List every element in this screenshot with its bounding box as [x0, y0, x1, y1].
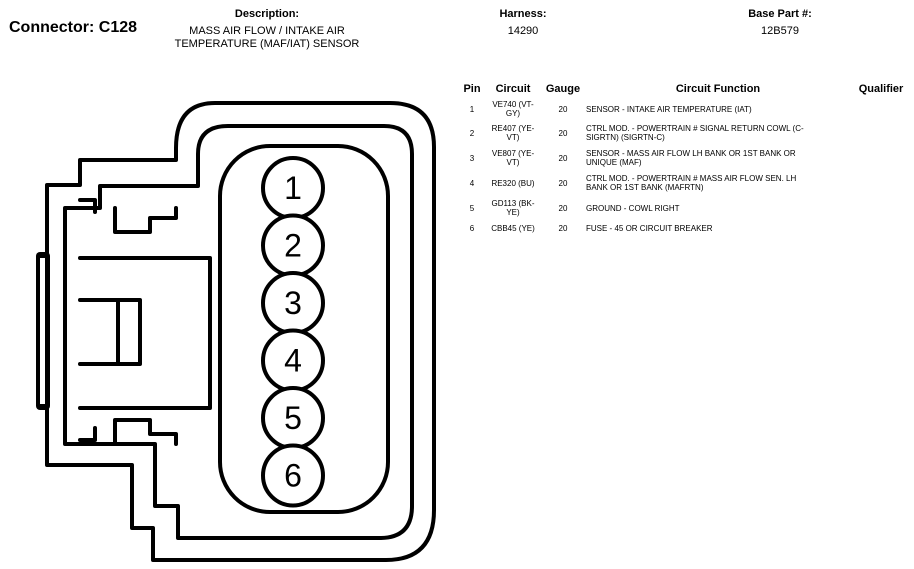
pin-cavity-frame [218, 144, 390, 514]
gauge-cell: 20 [558, 105, 568, 114]
connector-face-diagram: 1 2 3 4 5 6 [36, 101, 436, 562]
circuit-line-1: VE807 (YE- [491, 149, 535, 158]
function-line-1: GROUND - COWL RIGHT [586, 204, 680, 213]
circuit-line-1: RE320 (BU) [491, 179, 535, 188]
circuit-line-1: CBB45 (YE) [491, 224, 535, 233]
pin-number-label: 3 [284, 285, 302, 321]
latch-block-inner [78, 298, 142, 366]
pin-cell: 2 [469, 129, 475, 138]
gauge-cell: 20 [558, 154, 568, 163]
description-line-2: TEMPERATURE (MAF/IAT) SENSOR [174, 38, 360, 50]
pin-number-label: 5 [284, 400, 302, 436]
latch-step-lower [78, 426, 97, 442]
description-label: Description: [234, 8, 300, 20]
base-part-label: Base Part #: [748, 8, 812, 20]
harness-value: 14290 [507, 25, 539, 37]
column-header-circuit-function: Circuit Function [675, 83, 761, 95]
column-header-gauge: Gauge [545, 83, 581, 95]
column-header-qualifier: Qualifier [858, 83, 904, 95]
circuit-cell: RE320 (BU) [484, 179, 542, 188]
pin-cell: 4 [469, 179, 475, 188]
circuit-cell: GD113 (BK- YE) [484, 199, 542, 217]
circuit-cell: VE807 (YE- VT) [484, 149, 542, 167]
function-line-1: SENSOR - INTAKE AIR TEMPERATURE (IAT) [586, 105, 752, 114]
connector-outer-housing [45, 101, 436, 562]
function-cell: GROUND - COWL RIGHT [586, 204, 846, 213]
pin-cell: 6 [469, 224, 475, 233]
function-cell: CTRL MOD. - POWERTRAIN # SIGNAL RETURN C… [586, 124, 846, 142]
release-tab-highlight [40, 258, 45, 404]
connector-title: Connector: C128 [9, 19, 138, 36]
function-cell: SENSOR - INTAKE AIR TEMPERATURE (IAT) [586, 105, 846, 114]
pin-number-label: 2 [284, 228, 302, 264]
circuit-line-1: GD113 (BK- [491, 199, 535, 208]
circuit-line-2: GY) [505, 109, 521, 118]
gauge-cell: 20 [558, 129, 568, 138]
pin-cavity-6 [261, 443, 325, 508]
latch-inner-upper [113, 206, 178, 234]
function-line-2: BANK OR 1ST BANK (MAFRTN) [586, 183, 704, 192]
function-line-2: UNIQUE (MAF) [586, 158, 642, 167]
latch-step-upper [78, 198, 97, 214]
pin-group: 1 2 3 4 5 6 [261, 156, 325, 508]
column-header-pin: Pin [463, 83, 481, 95]
function-line-1: CTRL MOD. - POWERTRAIN # MASS AIR FLOW S… [586, 174, 797, 183]
function-line-1: SENSOR - MASS AIR FLOW LH BANK OR 1ST BA… [586, 149, 796, 158]
function-line-2: SIGRTN) (SIGRTN-C) [586, 133, 665, 142]
function-cell: CTRL MOD. - POWERTRAIN # MASS AIR FLOW S… [586, 174, 846, 192]
pin-number-label: 4 [284, 343, 302, 379]
gauge-cell: 20 [558, 224, 568, 233]
pin-cell: 1 [469, 105, 475, 114]
connector-inner-housing [63, 124, 414, 540]
description-line-1: MASS AIR FLOW / INTAKE AIR [189, 25, 345, 37]
circuit-cell: CBB45 (YE) [484, 224, 542, 233]
harness-label: Harness: [499, 8, 547, 20]
latch-inner-lower [113, 418, 178, 446]
circuit-cell: VE740 (VT- GY) [484, 100, 542, 118]
latch-block [78, 256, 212, 410]
circuit-cell: RE407 (YE- VT) [484, 124, 542, 142]
pin-cell: 3 [469, 154, 475, 163]
circuit-line-1: RE407 (YE- [491, 124, 535, 133]
circuit-line-2: YE) [506, 208, 520, 217]
base-part-value: 12B579 [761, 25, 799, 37]
gauge-cell: 20 [558, 179, 568, 188]
circuit-line-2: VT) [506, 158, 520, 167]
function-cell: FUSE - 45 OR CIRCUIT BREAKER [586, 224, 846, 233]
description-value: MASS AIR FLOW / INTAKE AIR TEMPERATURE (… [160, 25, 374, 51]
function-line-1: CTRL MOD. - POWERTRAIN # SIGNAL RETURN C… [586, 124, 804, 133]
circuit-line-1: VE740 (VT- [492, 100, 534, 109]
pin-number-label: 6 [284, 458, 302, 494]
function-cell: SENSOR - MASS AIR FLOW LH BANK OR 1ST BA… [586, 149, 846, 167]
function-line-1: FUSE - 45 OR CIRCUIT BREAKER [586, 224, 713, 233]
circuit-line-2: VT) [506, 133, 520, 142]
gauge-cell: 20 [558, 204, 568, 213]
pin-number-label: 1 [284, 170, 302, 206]
pin-cell: 5 [469, 204, 475, 213]
column-header-circuit: Circuit [495, 83, 531, 95]
